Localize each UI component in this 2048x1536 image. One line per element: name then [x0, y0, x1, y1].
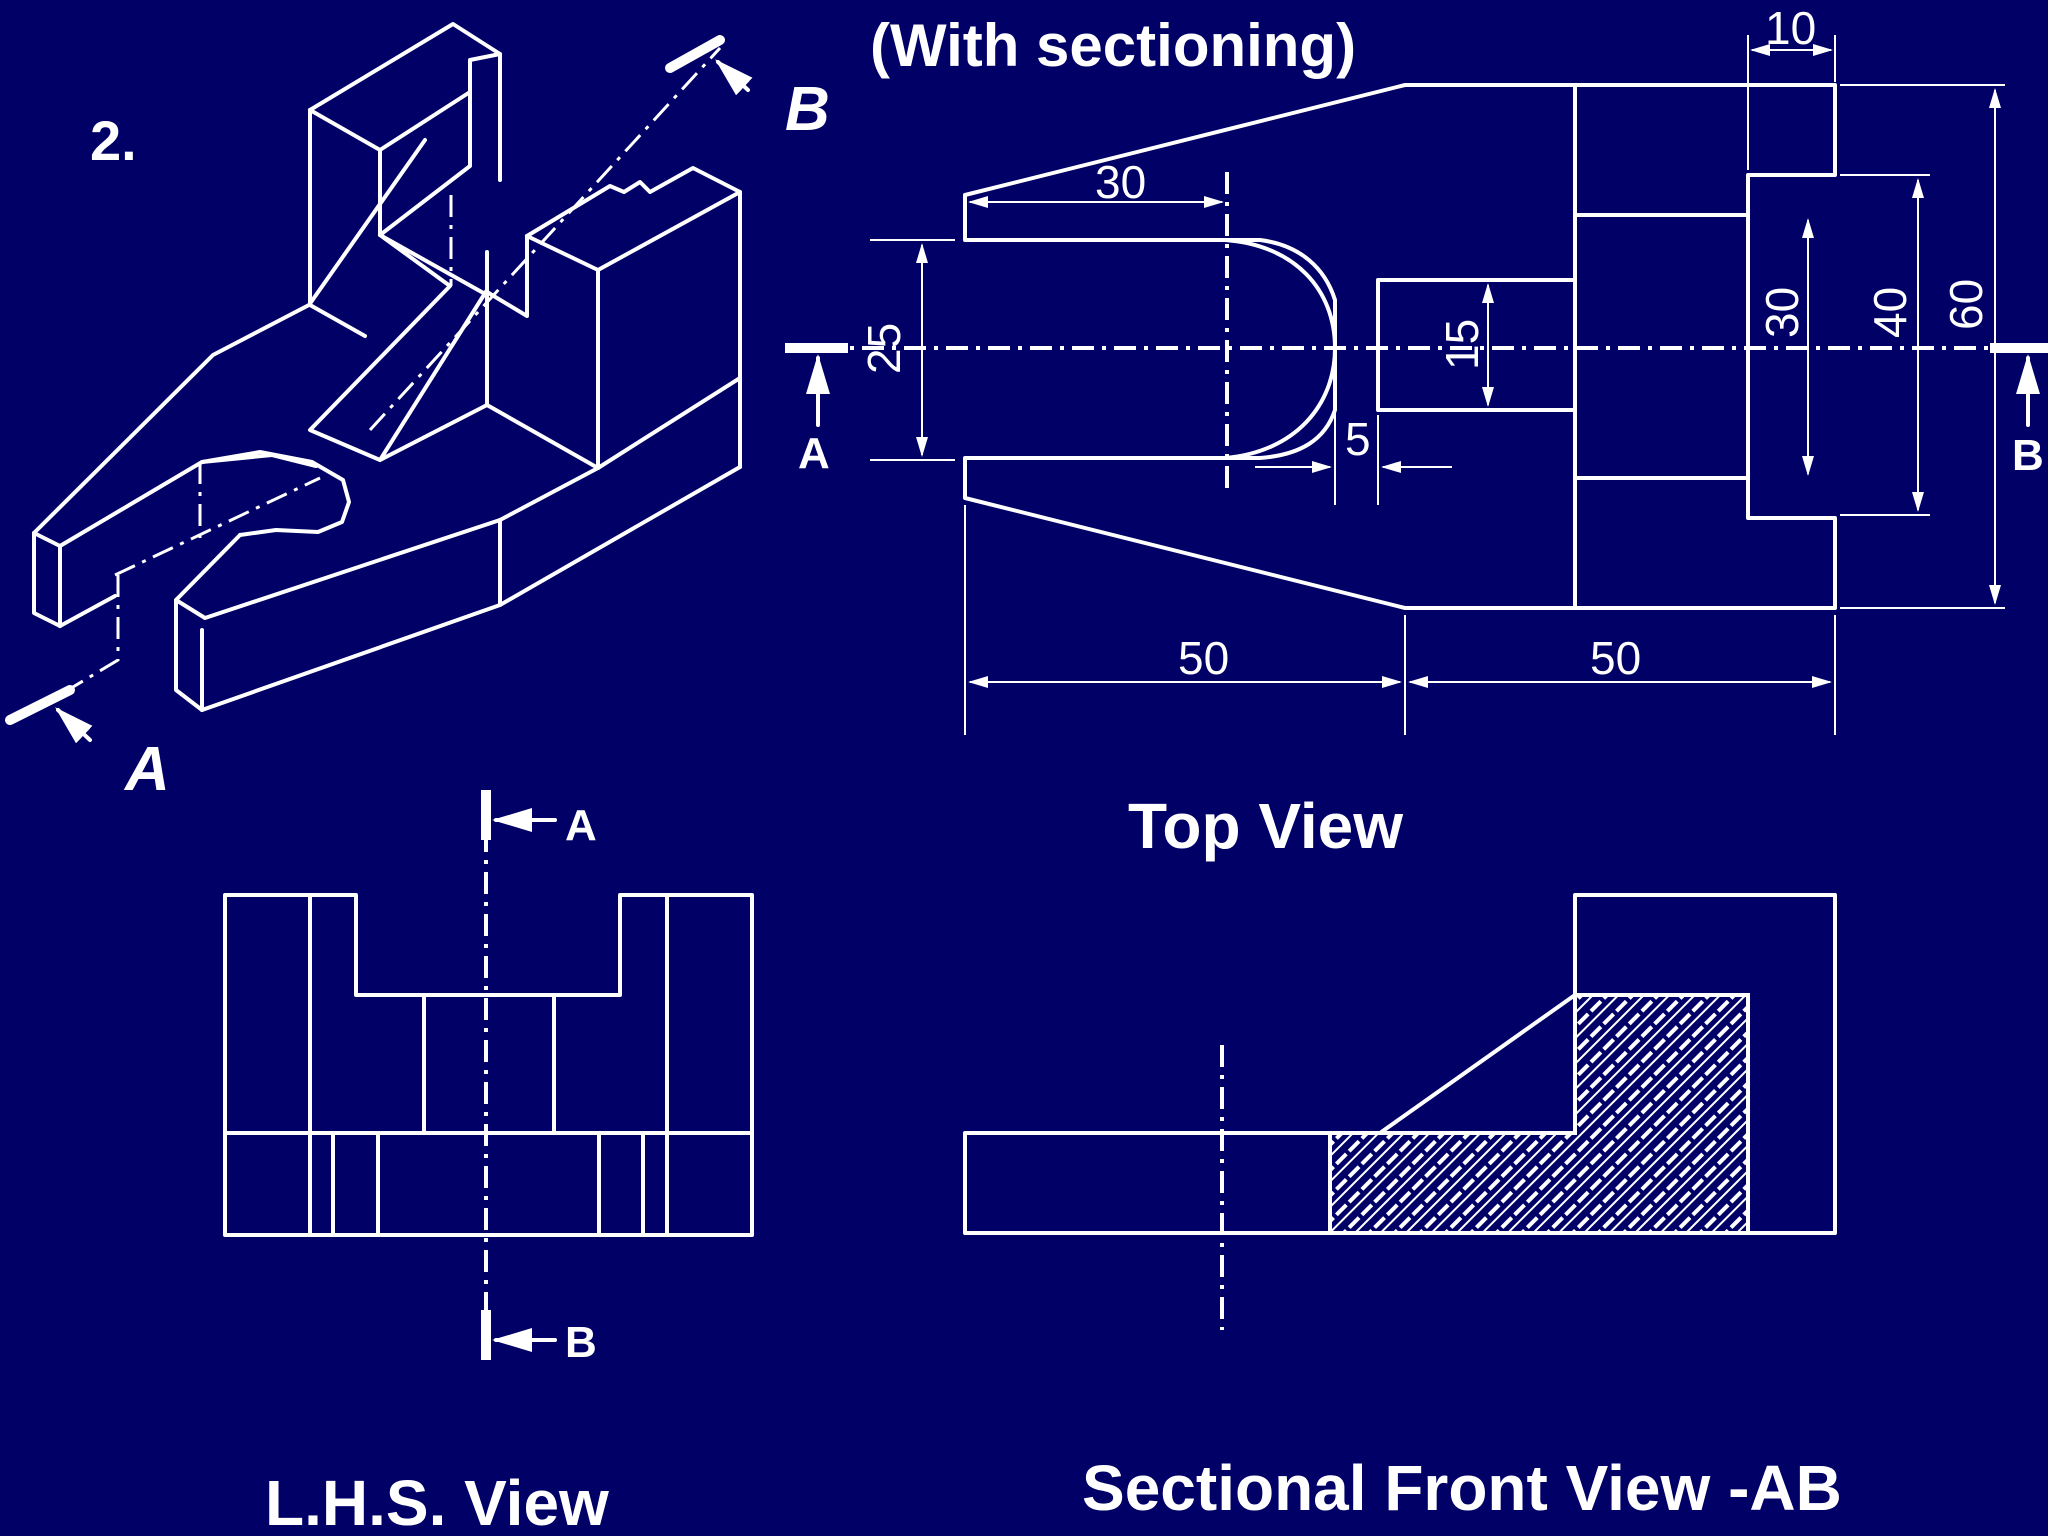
top-view-title: Top View	[1128, 790, 1403, 862]
dim-40: 40	[1864, 287, 1916, 338]
dim-60: 60	[1940, 279, 1992, 330]
problem-number: 2.	[90, 109, 137, 172]
top-cut-b: B	[2012, 431, 2044, 480]
dim-50-left: 50	[1178, 632, 1229, 684]
dim-25: 25	[858, 323, 910, 374]
subtitle: (With sectioning)	[870, 12, 1356, 79]
section-hatch	[1328, 993, 1750, 1235]
lhs-cut-a: A	[565, 801, 597, 850]
top-cut-a: A	[798, 429, 830, 478]
iso-section-label-b: B	[785, 75, 830, 144]
lhs-cut-b: B	[565, 1318, 597, 1367]
top-view: A B 10 30 25 15 5 30 40 60	[785, 2, 2048, 862]
dim-50-right: 50	[1590, 632, 1641, 684]
lhs-view-title: L.H.S. View	[265, 1467, 609, 1536]
isometric-view: A B	[5, 22, 830, 804]
front-view-title: Sectional Front View -AB	[1082, 1452, 1842, 1524]
dim-5: 5	[1345, 413, 1371, 465]
dim-30-top: 30	[1095, 156, 1146, 208]
sectional-front-view: Sectional Front View -AB	[963, 893, 1842, 1524]
dim-15: 15	[1436, 319, 1488, 370]
lhs-view: A B L.H.S. View	[223, 790, 754, 1536]
dim-30-right: 30	[1756, 287, 1808, 338]
dim-10: 10	[1765, 2, 1816, 54]
iso-section-label-a: A	[123, 735, 170, 804]
